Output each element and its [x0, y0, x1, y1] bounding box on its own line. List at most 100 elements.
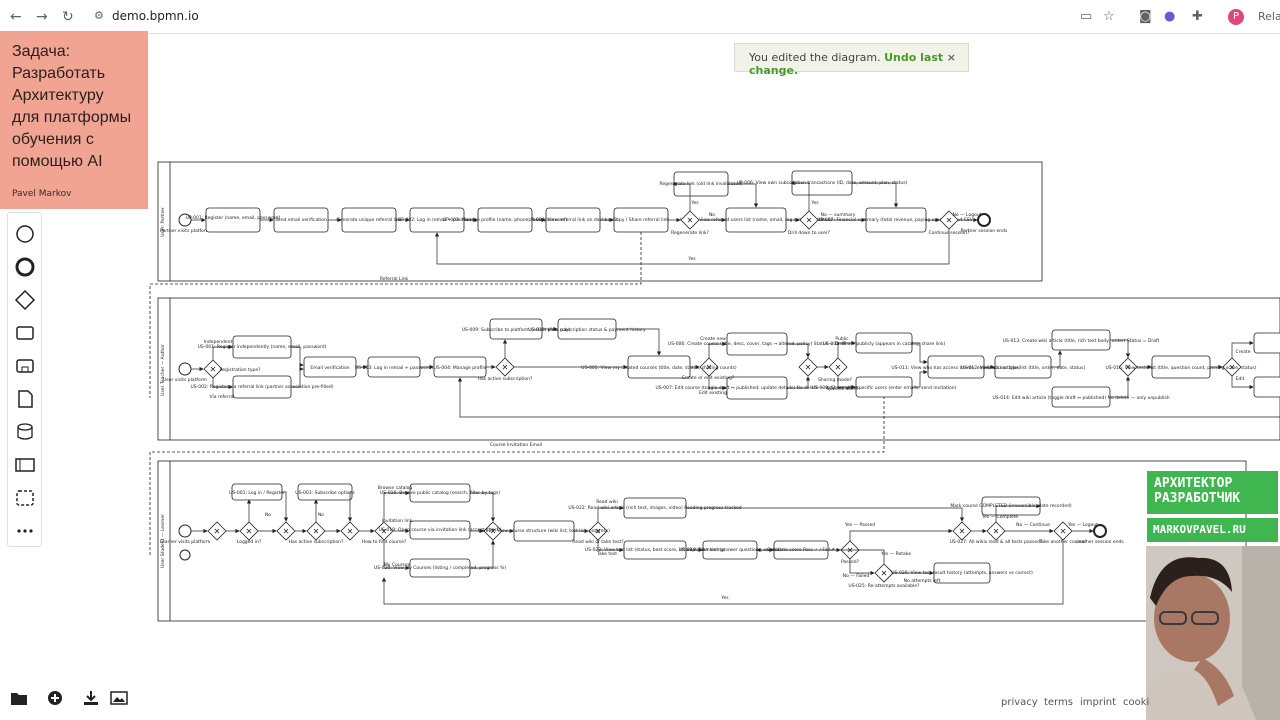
brand-line2: РАЗРАБОТЧИК [1154, 491, 1241, 506]
svg-text:US-014: Edit wiki article (tog: US-014: Edit wiki article (toggle draft … [992, 395, 1169, 401]
camera-icon[interactable]: ◙ [1139, 9, 1152, 24]
svg-text:US-005: View my created course: US-005: View my created courses (title, … [581, 365, 737, 371]
site-info-icon[interactable]: ⚙ [94, 9, 104, 22]
reload-icon[interactable]: ↻ [62, 9, 74, 25]
url-text: demo.bpmn.io [112, 9, 199, 23]
address-bar[interactable]: ⚙ demo.bpmn.io [86, 5, 1126, 29]
svg-text:No — Logout: No — Logout [953, 212, 982, 218]
undo-toast: You edited the diagram. Undo last change… [734, 43, 969, 77]
svg-text:✕: ✕ [1125, 363, 1132, 372]
svg-text:✕: ✕ [805, 363, 812, 372]
gateway-icon[interactable] [14, 289, 36, 311]
relaunch-button[interactable]: Rela [1258, 10, 1280, 23]
svg-text:✕: ✕ [687, 216, 694, 225]
svg-text:US-023: View test list (status: US-023: View test list (status, best sco… [585, 547, 726, 553]
svg-text:✕: ✕ [847, 546, 854, 555]
browser-toolbar: ← → ↻ ⚙ demo.bpmn.io ▭ ☆ ◙ ● ✚ P Rela [0, 0, 1280, 34]
folder-icon[interactable] [10, 690, 28, 706]
privacy-link[interactable]: privacy [1001, 697, 1038, 708]
svg-text:✕: ✕ [595, 527, 602, 536]
bookmark-star-icon[interactable]: ☆ [1103, 9, 1115, 24]
terms-link[interactable]: terms [1044, 697, 1073, 708]
svg-text:✕: ✕ [283, 527, 290, 536]
close-icon[interactable]: × [946, 51, 956, 64]
svg-text:US-001: Register independently: US-001: Register independently (name, em… [198, 344, 327, 350]
pool-author [157, 297, 1280, 441]
svg-text:US-022: Read wiki article (ric: US-022: Read wiki article (rich text, im… [568, 505, 741, 511]
undo-link[interactable]: Undo last change. [749, 51, 944, 77]
svg-text:UP-001: Register (name, email,: UP-001: Register (name, email, password) [186, 215, 281, 221]
svg-text:US-020: View My Courses (listi: US-020: View My Courses (listing / compl… [374, 565, 506, 571]
svg-text:US-003: Subscribe options: US-003: Subscribe options [295, 490, 355, 496]
group-icon[interactable] [14, 487, 36, 509]
svg-text:✕: ✕ [502, 363, 509, 372]
svg-text:US-006: Create course (title,: US-006: Create course (title, desc, cove… [668, 341, 846, 347]
svg-text:User Student — Learner: User Student — Learner [160, 514, 166, 568]
svg-text:Regenerate link?: Regenerate link? [671, 230, 709, 236]
more-icon[interactable] [14, 520, 36, 542]
svg-text:US-011: View who has access (n: US-011: View who has access (name, email… [891, 365, 1020, 371]
svg-text:Yes — Retake: Yes — Retake [880, 551, 911, 557]
svg-text:US-025: Re-attempts available?: US-025: Re-attempts available? [848, 583, 920, 589]
image-export-icon[interactable] [110, 690, 128, 706]
svg-text:Yes: Yes [690, 200, 699, 206]
back-icon[interactable]: ← [10, 9, 22, 25]
svg-text:US-003: Log in (email + passwo: US-003: Log in (email + password) [355, 365, 433, 371]
svg-text:Yes — Logout: Yes — Logout [1067, 522, 1098, 528]
clipboard-icon[interactable]: ▭ [1080, 9, 1093, 24]
svg-text:Browse catalog: Browse catalog [378, 485, 413, 491]
svg-text:UP-007: Financial summary (tot: UP-007: Financial summary (total revenue… [817, 217, 974, 223]
svg-text:US-016: Browse public catalog: US-016: Browse public catalog (search, f… [380, 490, 500, 496]
puzzle-icon[interactable]: ✚ [1192, 9, 1203, 24]
svg-text:US-009: Share with specific us: US-009: Share with specific users (enter… [812, 385, 957, 391]
subprocess-icon[interactable] [14, 355, 36, 377]
brand-banner: АРХИТЕКТОР РАЗРАБОТЧИК [1147, 471, 1278, 514]
svg-text:No — Continue: No — Continue [1016, 522, 1050, 528]
svg-text:Create new: Create new [700, 336, 726, 342]
svg-text:✕: ✕ [1229, 363, 1236, 372]
svg-text:US-009: Subscribe to platform: US-009: Subscribe to platform (select pl… [462, 327, 571, 333]
svg-text:User Teacher — Author: User Teacher — Author [160, 344, 166, 396]
svg-text:Sharing mode?: Sharing mode? [818, 377, 852, 383]
download-icon[interactable] [82, 690, 100, 706]
add-icon[interactable] [46, 690, 64, 706]
svg-text:Edit: Edit [1236, 376, 1245, 382]
svg-text:✕: ✕ [835, 363, 842, 372]
svg-text:No attempts left: No attempts left [904, 578, 941, 584]
start-event-icon[interactable] [14, 223, 36, 245]
pool-icon[interactable] [14, 454, 36, 476]
svg-text:US-013: Create wiki article (t: US-013: Create wiki article (title, rich… [1003, 338, 1160, 344]
data-object-icon[interactable] [14, 388, 36, 410]
svg-text:✕: ✕ [210, 365, 217, 374]
data-store-icon[interactable] [14, 421, 36, 443]
task-author: Pavel Markov [12, 189, 72, 199]
forward-icon[interactable]: → [36, 9, 48, 25]
svg-text:✕: ✕ [806, 216, 813, 225]
cookie-link[interactable]: cooki [1123, 697, 1150, 708]
tool-palette [7, 212, 42, 547]
svg-text:Course Invitation Email: Course Invitation Email [490, 442, 542, 448]
svg-text:Referral Link: Referral Link [380, 276, 409, 282]
svg-text:✕: ✕ [993, 527, 1000, 536]
svg-text:Yes — Passed: Yes — Passed [844, 522, 875, 528]
svg-text:UP-006: View own subscription: UP-006: View own subscription transactio… [737, 180, 908, 186]
svg-text:US-026: View test result histo: US-026: View test result history (attemp… [891, 570, 1033, 576]
svg-text:Has active subscription?: Has active subscription? [478, 376, 533, 382]
lane1-tasks [205, 170, 927, 233]
svg-text:Specific users: Specific users [826, 386, 858, 392]
svg-text:✕: ✕ [381, 527, 388, 536]
svg-text:Via referral: Via referral [210, 394, 235, 400]
svg-text:US-015: View tests list (title: US-015: View tests list (title, question… [1106, 365, 1257, 371]
end-event-icon[interactable] [14, 256, 36, 278]
svg-text:US-027: All wikis read & all t: US-027: All wikis read & all tests passe… [950, 539, 1043, 545]
extension-icon[interactable]: ● [1164, 9, 1176, 24]
avatar[interactable]: P [1228, 9, 1244, 25]
brand-site: MARKOVPAVEL.RU [1147, 518, 1278, 542]
svg-text:US-024: Take test (answer ques: US-024: Take test (answer questions, sub… [679, 547, 781, 553]
imprint-link[interactable]: imprint [1080, 697, 1117, 708]
svg-text:UP-004: View referral link on: UP-004: View referral link on dashboard [528, 217, 617, 223]
svg-text:✕: ✕ [881, 569, 888, 578]
task-icon[interactable] [14, 322, 36, 344]
svg-text:Email verification: Email verification [310, 365, 349, 371]
